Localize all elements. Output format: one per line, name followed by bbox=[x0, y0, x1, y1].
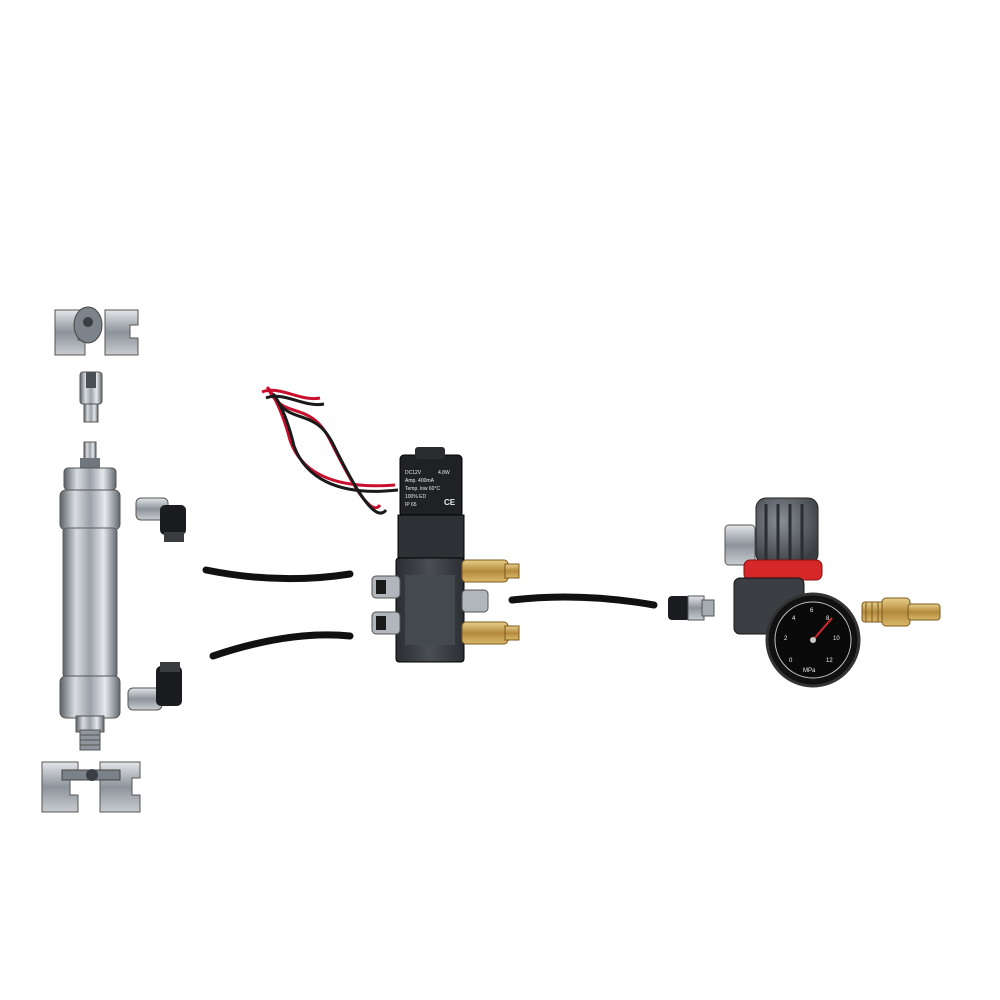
svg-text:4: 4 bbox=[792, 616, 796, 622]
brass-quick-coupler bbox=[861, 597, 941, 627]
gauge-needle bbox=[812, 617, 833, 641]
svg-text:MPa: MPa bbox=[803, 668, 816, 674]
solenoid-wires bbox=[261, 386, 399, 515]
svg-text:DC12V: DC12V bbox=[405, 470, 422, 476]
svg-text:6: 6 bbox=[810, 608, 814, 614]
top-clevis bbox=[79, 371, 103, 423]
svg-text:10: 10 bbox=[833, 636, 840, 642]
svg-text:100% ED: 100% ED bbox=[405, 494, 427, 500]
upper-elbow-fitting bbox=[135, 497, 186, 542]
svg-text:2: 2 bbox=[784, 636, 788, 642]
supply-air-tube bbox=[508, 593, 658, 609]
top-mount-bracket bbox=[54, 306, 139, 356]
air-regulator: 0 2 4 6 8 10 12 MPa bbox=[724, 497, 861, 688]
svg-text:0: 0 bbox=[789, 658, 793, 664]
svg-text:8: 8 bbox=[826, 616, 830, 622]
bottom-mount-bracket bbox=[41, 761, 141, 813]
svg-text:Temp. low 60°C: Temp. low 60°C bbox=[405, 486, 440, 492]
svg-text:4.8W: 4.8W bbox=[438, 470, 450, 476]
svg-text:CE: CE bbox=[444, 498, 456, 507]
solenoid-coil-label: DC12V 4.8W Amp. 400mA Temp. low 60°C 100… bbox=[405, 470, 456, 508]
svg-text:12: 12 bbox=[826, 658, 833, 664]
gauge-scale: 0 2 4 6 8 10 12 MPa bbox=[784, 608, 840, 674]
pneumatic-cylinder bbox=[59, 441, 121, 751]
svg-text:IP 65: IP 65 bbox=[405, 502, 417, 508]
lower-elbow-fitting bbox=[127, 662, 182, 711]
lower-air-tube bbox=[209, 631, 354, 660]
solenoid-valve: DC12V 4.8W Amp. 400mA Temp. low 60°C 100… bbox=[371, 447, 520, 663]
upper-air-tube bbox=[202, 566, 354, 583]
straight-push-fitting bbox=[668, 595, 715, 621]
svg-text:Amp. 400mA: Amp. 400mA bbox=[405, 478, 435, 484]
